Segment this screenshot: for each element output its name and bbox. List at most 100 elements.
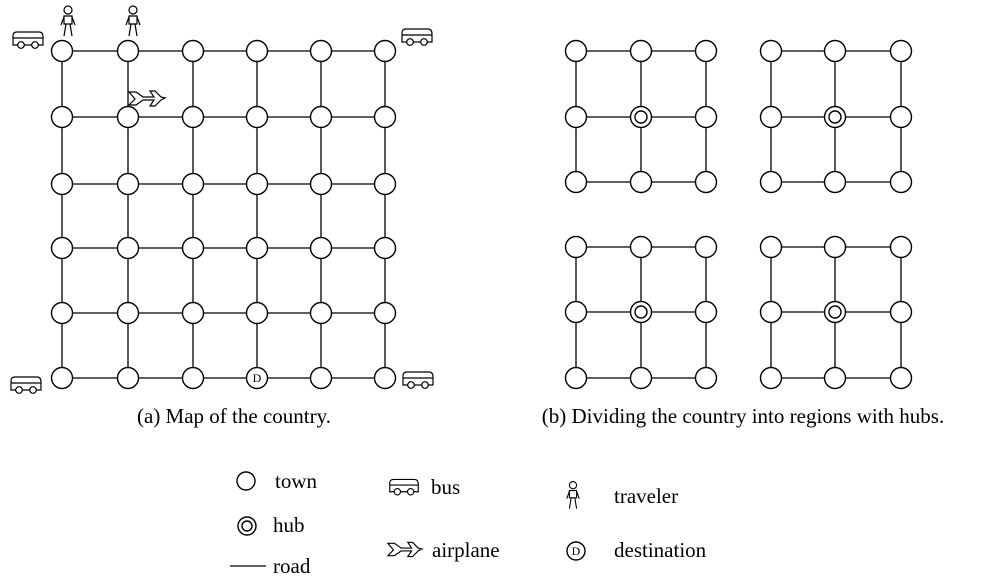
- town: [759, 170, 783, 194]
- town: [694, 105, 718, 129]
- destination-icon: D: [566, 541, 586, 561]
- town: [116, 172, 140, 196]
- destination-marker: D: [253, 371, 262, 385]
- town: [823, 235, 847, 259]
- legend: town hub road bus airplane traveler D de…: [230, 469, 707, 577]
- town: [50, 366, 74, 390]
- town: [759, 235, 783, 259]
- bus-icon: [12, 31, 44, 49]
- town: [629, 39, 653, 63]
- town: [373, 172, 397, 196]
- town: [181, 236, 205, 260]
- town: [564, 366, 588, 390]
- town: [116, 301, 140, 325]
- region: [759, 235, 913, 390]
- region: [759, 39, 913, 194]
- town: [564, 300, 588, 324]
- town: [759, 105, 783, 129]
- hub-inner: [634, 305, 648, 319]
- town: [823, 170, 847, 194]
- traveler-icon: [60, 5, 76, 37]
- town: [116, 366, 140, 390]
- bus-icon: [401, 28, 433, 46]
- map-caption: (a) Map of the country.: [137, 404, 331, 428]
- town: [373, 301, 397, 325]
- airplane-icon: [387, 541, 423, 558]
- town: [309, 105, 333, 129]
- town: [50, 105, 74, 129]
- bus-icon: [389, 478, 419, 496]
- town: [245, 105, 269, 129]
- svg-text:D: D: [572, 544, 581, 558]
- town: [694, 235, 718, 259]
- town: [759, 39, 783, 63]
- town: [373, 105, 397, 129]
- town: [373, 39, 397, 63]
- town: [50, 172, 74, 196]
- town: [889, 39, 913, 63]
- town: [309, 366, 333, 390]
- regions-caption: (b) Dividing the country into regions wi…: [542, 404, 944, 428]
- bus-icon: [402, 371, 434, 389]
- town: [245, 236, 269, 260]
- town: [564, 235, 588, 259]
- legend-traveler-label: traveler: [614, 484, 678, 508]
- town: [564, 39, 588, 63]
- town: [629, 366, 653, 390]
- airplane-icon: [128, 90, 166, 107]
- town: [245, 366, 269, 390]
- town: [309, 236, 333, 260]
- town: [181, 366, 205, 390]
- town: [889, 300, 913, 324]
- legend-town-icon: [236, 471, 256, 491]
- town: [309, 172, 333, 196]
- town: [116, 39, 140, 63]
- legend-hub-label: hub: [273, 513, 305, 537]
- town: [759, 366, 783, 390]
- town: [181, 172, 205, 196]
- town: [564, 105, 588, 129]
- traveler-icon: [125, 5, 141, 37]
- town: [50, 236, 74, 260]
- legend-destination-label: destination: [614, 538, 707, 562]
- legend-road-label: road: [273, 554, 311, 577]
- legend-hub-icon: [237, 516, 257, 536]
- legend-airplane-label: airplane: [432, 538, 500, 562]
- country-map: D: [10, 5, 434, 394]
- town: [889, 235, 913, 259]
- town: [373, 366, 397, 390]
- town: [629, 235, 653, 259]
- regions-map: [564, 39, 913, 390]
- region: [564, 39, 718, 194]
- town: [694, 300, 718, 324]
- town: [629, 170, 653, 194]
- hub-inner: [828, 305, 842, 319]
- hub-inner: [828, 110, 842, 124]
- town: [694, 39, 718, 63]
- town: [245, 39, 269, 63]
- region: [564, 235, 718, 390]
- town: [309, 301, 333, 325]
- town: [373, 236, 397, 260]
- town: [245, 172, 269, 196]
- town: [181, 301, 205, 325]
- town: [116, 105, 140, 129]
- town: [245, 301, 269, 325]
- bus-icon: [10, 376, 42, 394]
- town: [181, 105, 205, 129]
- town: [823, 39, 847, 63]
- town: [889, 170, 913, 194]
- town: [823, 366, 847, 390]
- town: [889, 105, 913, 129]
- town: [694, 366, 718, 390]
- legend-bus-label: bus: [431, 475, 460, 499]
- town: [116, 236, 140, 260]
- hub-inner: [634, 110, 648, 124]
- town: [889, 366, 913, 390]
- town: [50, 39, 74, 63]
- legend-town-label: town: [275, 469, 318, 493]
- town: [181, 39, 205, 63]
- town: [564, 170, 588, 194]
- town: [694, 170, 718, 194]
- town: [50, 301, 74, 325]
